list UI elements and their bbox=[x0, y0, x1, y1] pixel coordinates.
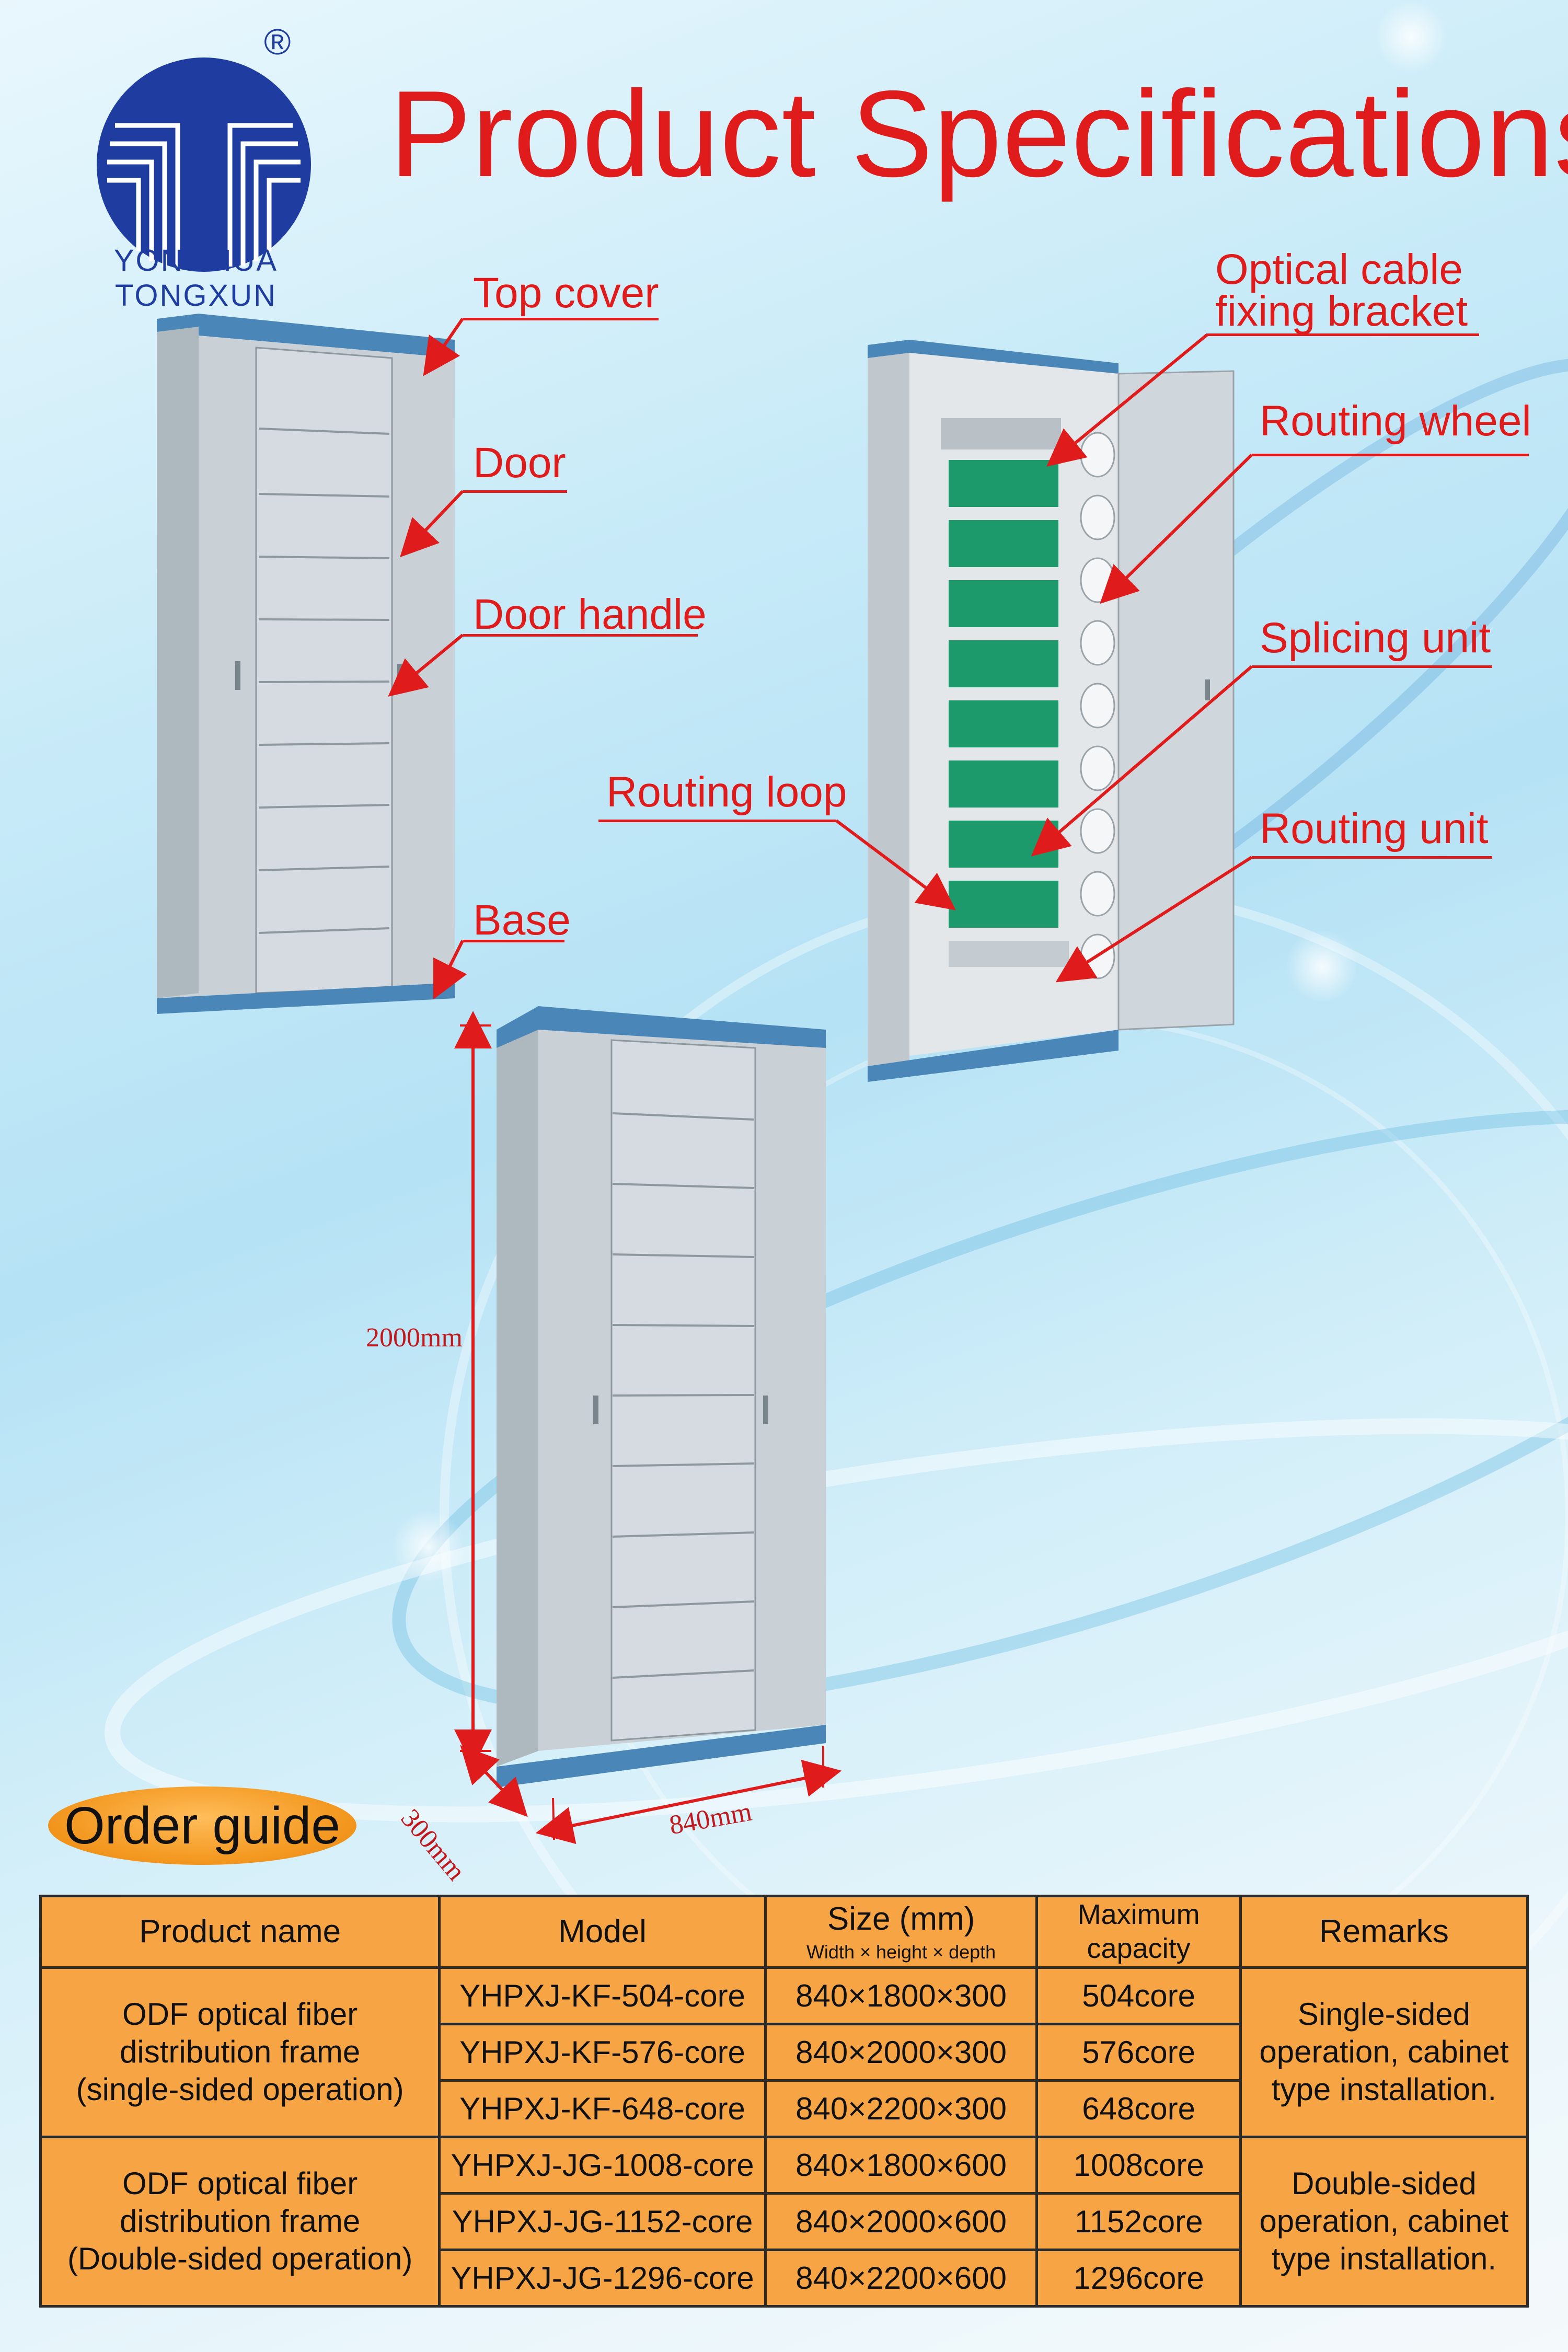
remarks-line: Double-sided bbox=[1292, 2166, 1477, 2201]
size-cell: 840×1800×600 bbox=[764, 2135, 1039, 2195]
splicing-trays bbox=[949, 460, 1058, 928]
open-cabinet-illustration bbox=[868, 340, 1235, 1082]
header-size-sub: Width × height × depth bbox=[806, 1941, 996, 1963]
model-cell: YHPXJ-JG-1008-core bbox=[438, 2135, 767, 2195]
model-cell: YHPXJ-KF-504-core bbox=[438, 1966, 767, 2025]
callout-underline bbox=[463, 940, 564, 942]
header-model: Model bbox=[438, 1895, 767, 1969]
header-remarks: Remarks bbox=[1239, 1895, 1529, 1969]
header-product-name: Product name bbox=[39, 1895, 441, 1969]
product-name-cell: ODF optical fiber distribution frame (si… bbox=[39, 1966, 441, 2138]
callout-door-handle: Door handle bbox=[473, 591, 707, 638]
remarks-line: type installation. bbox=[1271, 2241, 1497, 2277]
callout-underline bbox=[1207, 333, 1479, 336]
size-cell: 840×1800×300 bbox=[764, 1966, 1039, 2025]
brand-name: YONGHUA TONGXUN bbox=[113, 244, 279, 313]
callout-top-cover: Top cover bbox=[473, 269, 659, 317]
product-name-line: distribution frame bbox=[120, 2204, 361, 2239]
callout-underline bbox=[598, 820, 836, 822]
product-name-line: ODF optical fiber bbox=[122, 2166, 358, 2201]
product-name-line: (Double-sided operation) bbox=[67, 2241, 413, 2277]
callout-splicing-unit: Splicing unit bbox=[1260, 614, 1491, 662]
callout-underline bbox=[1252, 665, 1492, 668]
callout-routing-loop: Routing loop bbox=[606, 768, 847, 816]
callout-routing-wheel: Routing wheel bbox=[1260, 397, 1531, 445]
callout-underline bbox=[463, 490, 567, 493]
table-header-row: Product name Model Size (mm) Width × hei… bbox=[39, 1895, 1529, 1969]
dimension-cabinet-illustration bbox=[497, 1006, 826, 1788]
table-row: YHPXJ-KF-576-core 840×2000×300 576core bbox=[41, 2022, 1528, 2082]
model-cell: YHPXJ-JG-1296-core bbox=[438, 2248, 767, 2308]
callout-fixing-bracket-line1: Optical cable bbox=[1215, 246, 1463, 293]
remarks-line: type installation. bbox=[1271, 2072, 1497, 2107]
table-row: ODF optical fiber distribution frame (Do… bbox=[39, 2135, 1529, 2308]
product-name-cell: ODF optical fiber distribution frame (Do… bbox=[39, 2135, 441, 2308]
model-cell: YHPXJ-JG-1152-core bbox=[438, 2192, 767, 2251]
model-cell: YHPXJ-KF-576-core bbox=[438, 2022, 767, 2082]
remarks-line: Single-sided bbox=[1297, 1997, 1471, 2032]
page-title: Product Specifications bbox=[389, 65, 1568, 202]
model-cell: YHPXJ-KF-648-core bbox=[438, 2079, 767, 2138]
capacity-cell: 504core bbox=[1035, 1966, 1242, 2025]
capacity-cell: 1152core bbox=[1035, 2192, 1242, 2251]
callout-underline bbox=[463, 318, 659, 320]
table-row: YHPXJ-JG-1152-core 840×2000×600 1152core bbox=[41, 2192, 1528, 2251]
callout-underline bbox=[463, 634, 698, 637]
header-capacity-line2: capacity bbox=[1087, 1932, 1191, 1964]
callout-base: Base bbox=[473, 896, 571, 944]
table-row: YHPXJ-KF-648-core 840×2200×300 648core bbox=[41, 2079, 1528, 2138]
remarks-cell: Double-sided operation, cabinet type ins… bbox=[1239, 2135, 1529, 2308]
callout-fixing-bracket-line2: fixing bracket bbox=[1215, 287, 1468, 335]
callout-underline bbox=[1252, 454, 1529, 456]
dimension-height: 2000mm bbox=[366, 1323, 463, 1353]
remarks-cell: Single-sided operation, cabinet type ins… bbox=[1239, 1966, 1529, 2138]
closed-cabinet-illustration bbox=[157, 314, 455, 1014]
company-logo bbox=[97, 57, 311, 272]
order-guide-label: Order guide bbox=[64, 1796, 341, 1855]
remarks-line: operation, cabinet bbox=[1259, 2204, 1509, 2239]
capacity-cell: 576core bbox=[1035, 2022, 1242, 2082]
size-cell: 840×2200×600 bbox=[764, 2248, 1039, 2308]
header-capacity-line1: Maximum bbox=[1077, 1899, 1200, 1930]
product-name-line: ODF optical fiber bbox=[122, 1997, 358, 2032]
callout-underline bbox=[1252, 856, 1492, 859]
remarks-line: operation, cabinet bbox=[1259, 2034, 1509, 2070]
size-cell: 840×2000×300 bbox=[764, 2022, 1039, 2082]
callout-door: Door bbox=[473, 439, 566, 487]
capacity-cell: 648core bbox=[1035, 2079, 1242, 2138]
header-size-label: Size (mm) bbox=[827, 1901, 975, 1937]
product-name-line: (single-sided operation) bbox=[76, 2072, 404, 2107]
capacity-cell: 1296core bbox=[1035, 2248, 1242, 2308]
specification-table: Product name Model Size (mm) Width × hei… bbox=[39, 1895, 1529, 2308]
callout-routing-unit: Routing unit bbox=[1260, 805, 1489, 852]
size-cell: 840×2200×300 bbox=[764, 2079, 1039, 2138]
table-row: ODF optical fiber distribution frame (si… bbox=[39, 1966, 1529, 2138]
header-size: Size (mm) Width × height × depth bbox=[764, 1895, 1039, 1969]
order-guide-badge: Order guide bbox=[48, 1786, 356, 1865]
product-name-line: distribution frame bbox=[120, 2034, 361, 2070]
size-cell: 840×2000×600 bbox=[764, 2192, 1039, 2251]
header-capacity: Maximum capacity bbox=[1035, 1895, 1242, 1969]
capacity-cell: 1008core bbox=[1035, 2135, 1242, 2195]
table-row: YHPXJ-JG-1296-core 840×2200×600 1296core bbox=[41, 2248, 1528, 2308]
registered-mark: ® bbox=[264, 21, 291, 62]
